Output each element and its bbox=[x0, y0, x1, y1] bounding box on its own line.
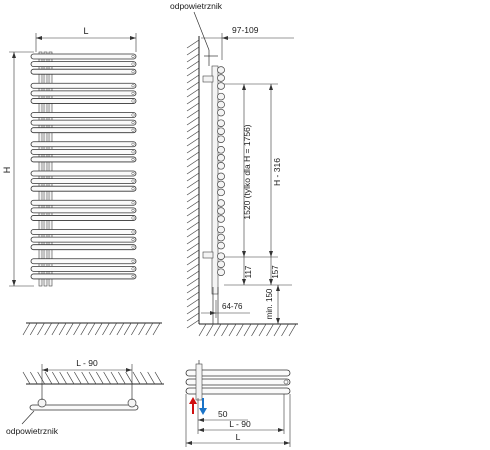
front-tube bbox=[30, 53, 137, 60]
side-tube-end bbox=[217, 188, 225, 197]
side-tube-end bbox=[217, 108, 225, 117]
front-tube bbox=[30, 119, 137, 126]
bottom-width-a-dimension: L - 90 bbox=[197, 394, 285, 434]
side-tube-end bbox=[217, 268, 225, 276]
side-height-alt-label: H - 316 bbox=[272, 158, 282, 186]
side-tube-end bbox=[217, 74, 225, 82]
side-wall-gap-dimension: 64-76 bbox=[201, 300, 250, 318]
front-width-label: L bbox=[83, 26, 88, 36]
side-view: odpowietrznik 97-109 1520 (tylko dla H =… bbox=[170, 1, 298, 337]
front-tube bbox=[30, 156, 137, 163]
bottom-view: 50 L - 90 L bbox=[185, 360, 291, 447]
side-tube-end bbox=[217, 215, 225, 223]
side-radiator-body bbox=[202, 50, 219, 324]
side-height-long-label: 1520 (tylko dla H = 1756) bbox=[242, 124, 252, 219]
side-depth-label: 97-109 bbox=[232, 25, 259, 35]
side-view-tubes bbox=[217, 66, 225, 276]
front-tube bbox=[30, 207, 137, 214]
vent-bottom-callout: odpowietrznik bbox=[6, 410, 59, 436]
side-tube-end bbox=[217, 127, 225, 135]
supply-arrow-icon bbox=[189, 397, 197, 414]
side-tube-end bbox=[217, 154, 225, 162]
bottom-offset-label: 50 bbox=[218, 409, 228, 419]
side-tube-end bbox=[217, 172, 225, 181]
bottom-width-a-label: L - 90 bbox=[229, 419, 251, 429]
front-tube bbox=[30, 61, 137, 67]
front-view-tubes bbox=[30, 53, 137, 280]
side-depth-dimension: 97-109 bbox=[201, 25, 294, 60]
front-tube bbox=[30, 258, 137, 265]
side-tube-end bbox=[217, 100, 225, 109]
side-tube-end bbox=[217, 66, 225, 74]
side-height-long-dimension: 1520 (tylko dla H = 1756) bbox=[242, 84, 252, 257]
side-tube-end bbox=[217, 260, 225, 268]
front-view: L H bbox=[2, 26, 162, 336]
side-tube-end bbox=[217, 252, 225, 260]
front-width-dimension: L bbox=[35, 26, 137, 52]
side-tube-end bbox=[217, 207, 225, 215]
side-tube-end bbox=[217, 162, 225, 170]
front-tube bbox=[30, 170, 137, 177]
side-tube-end bbox=[217, 82, 225, 90]
side-tube-end bbox=[217, 146, 225, 154]
front-tube bbox=[30, 112, 137, 118]
vent-bottom-label: odpowietrznik bbox=[6, 426, 59, 436]
side-floor-min-label: min. 150 bbox=[265, 288, 274, 319]
side-tube-end bbox=[217, 225, 225, 234]
front-height-label: H bbox=[2, 167, 12, 174]
side-offset-a-label: 117 bbox=[244, 265, 253, 278]
vent-top-callout: odpowietrznik bbox=[170, 1, 223, 51]
front-tube bbox=[30, 127, 137, 134]
side-height-alt-dimension: H - 316 bbox=[224, 83, 282, 257]
side-tube-end bbox=[217, 135, 225, 143]
vent-top-label: odpowietrznik bbox=[170, 1, 223, 11]
plan-width-dimension: L - 90 bbox=[41, 358, 133, 384]
side-offset-dimensions: 117 157 bbox=[224, 256, 292, 286]
front-tube bbox=[30, 185, 137, 192]
side-wall-gap-label: 64-76 bbox=[222, 302, 243, 311]
side-floor-min-dimension: min. 150 bbox=[265, 285, 280, 324]
plan-view: L - 90 odpowietrznik bbox=[6, 358, 164, 436]
front-tube bbox=[30, 229, 137, 235]
side-tube-end bbox=[217, 92, 225, 101]
front-tube bbox=[30, 82, 137, 89]
front-floor bbox=[22, 322, 162, 336]
front-tube bbox=[30, 178, 137, 185]
side-tube-end bbox=[217, 241, 225, 250]
front-tube bbox=[30, 148, 137, 155]
front-tube bbox=[30, 68, 137, 75]
front-tube bbox=[30, 273, 137, 280]
side-wall bbox=[186, 36, 200, 329]
bottom-width-b-dimension: L bbox=[185, 394, 291, 447]
bottom-offset-dimension: 50 bbox=[198, 409, 248, 422]
side-offset-b-label: 157 bbox=[271, 265, 280, 279]
front-tube bbox=[30, 98, 137, 104]
front-height-dimension: H bbox=[2, 51, 34, 287]
return-arrow-icon bbox=[199, 398, 207, 415]
front-view-collectors bbox=[38, 51, 53, 287]
bottom-width-b-label: L bbox=[236, 432, 241, 442]
front-tube bbox=[30, 244, 137, 251]
side-tube-end bbox=[217, 199, 225, 207]
front-tube bbox=[30, 215, 137, 221]
front-tube bbox=[30, 90, 137, 97]
front-tube bbox=[30, 265, 137, 272]
front-tube bbox=[30, 141, 137, 148]
side-tube-end bbox=[217, 233, 225, 242]
side-tube-end bbox=[217, 180, 225, 189]
plan-width-label: L - 90 bbox=[76, 358, 98, 368]
front-tube bbox=[30, 199, 137, 206]
side-floor bbox=[198, 323, 298, 337]
side-tube-end bbox=[217, 119, 225, 127]
front-tube bbox=[30, 236, 137, 243]
